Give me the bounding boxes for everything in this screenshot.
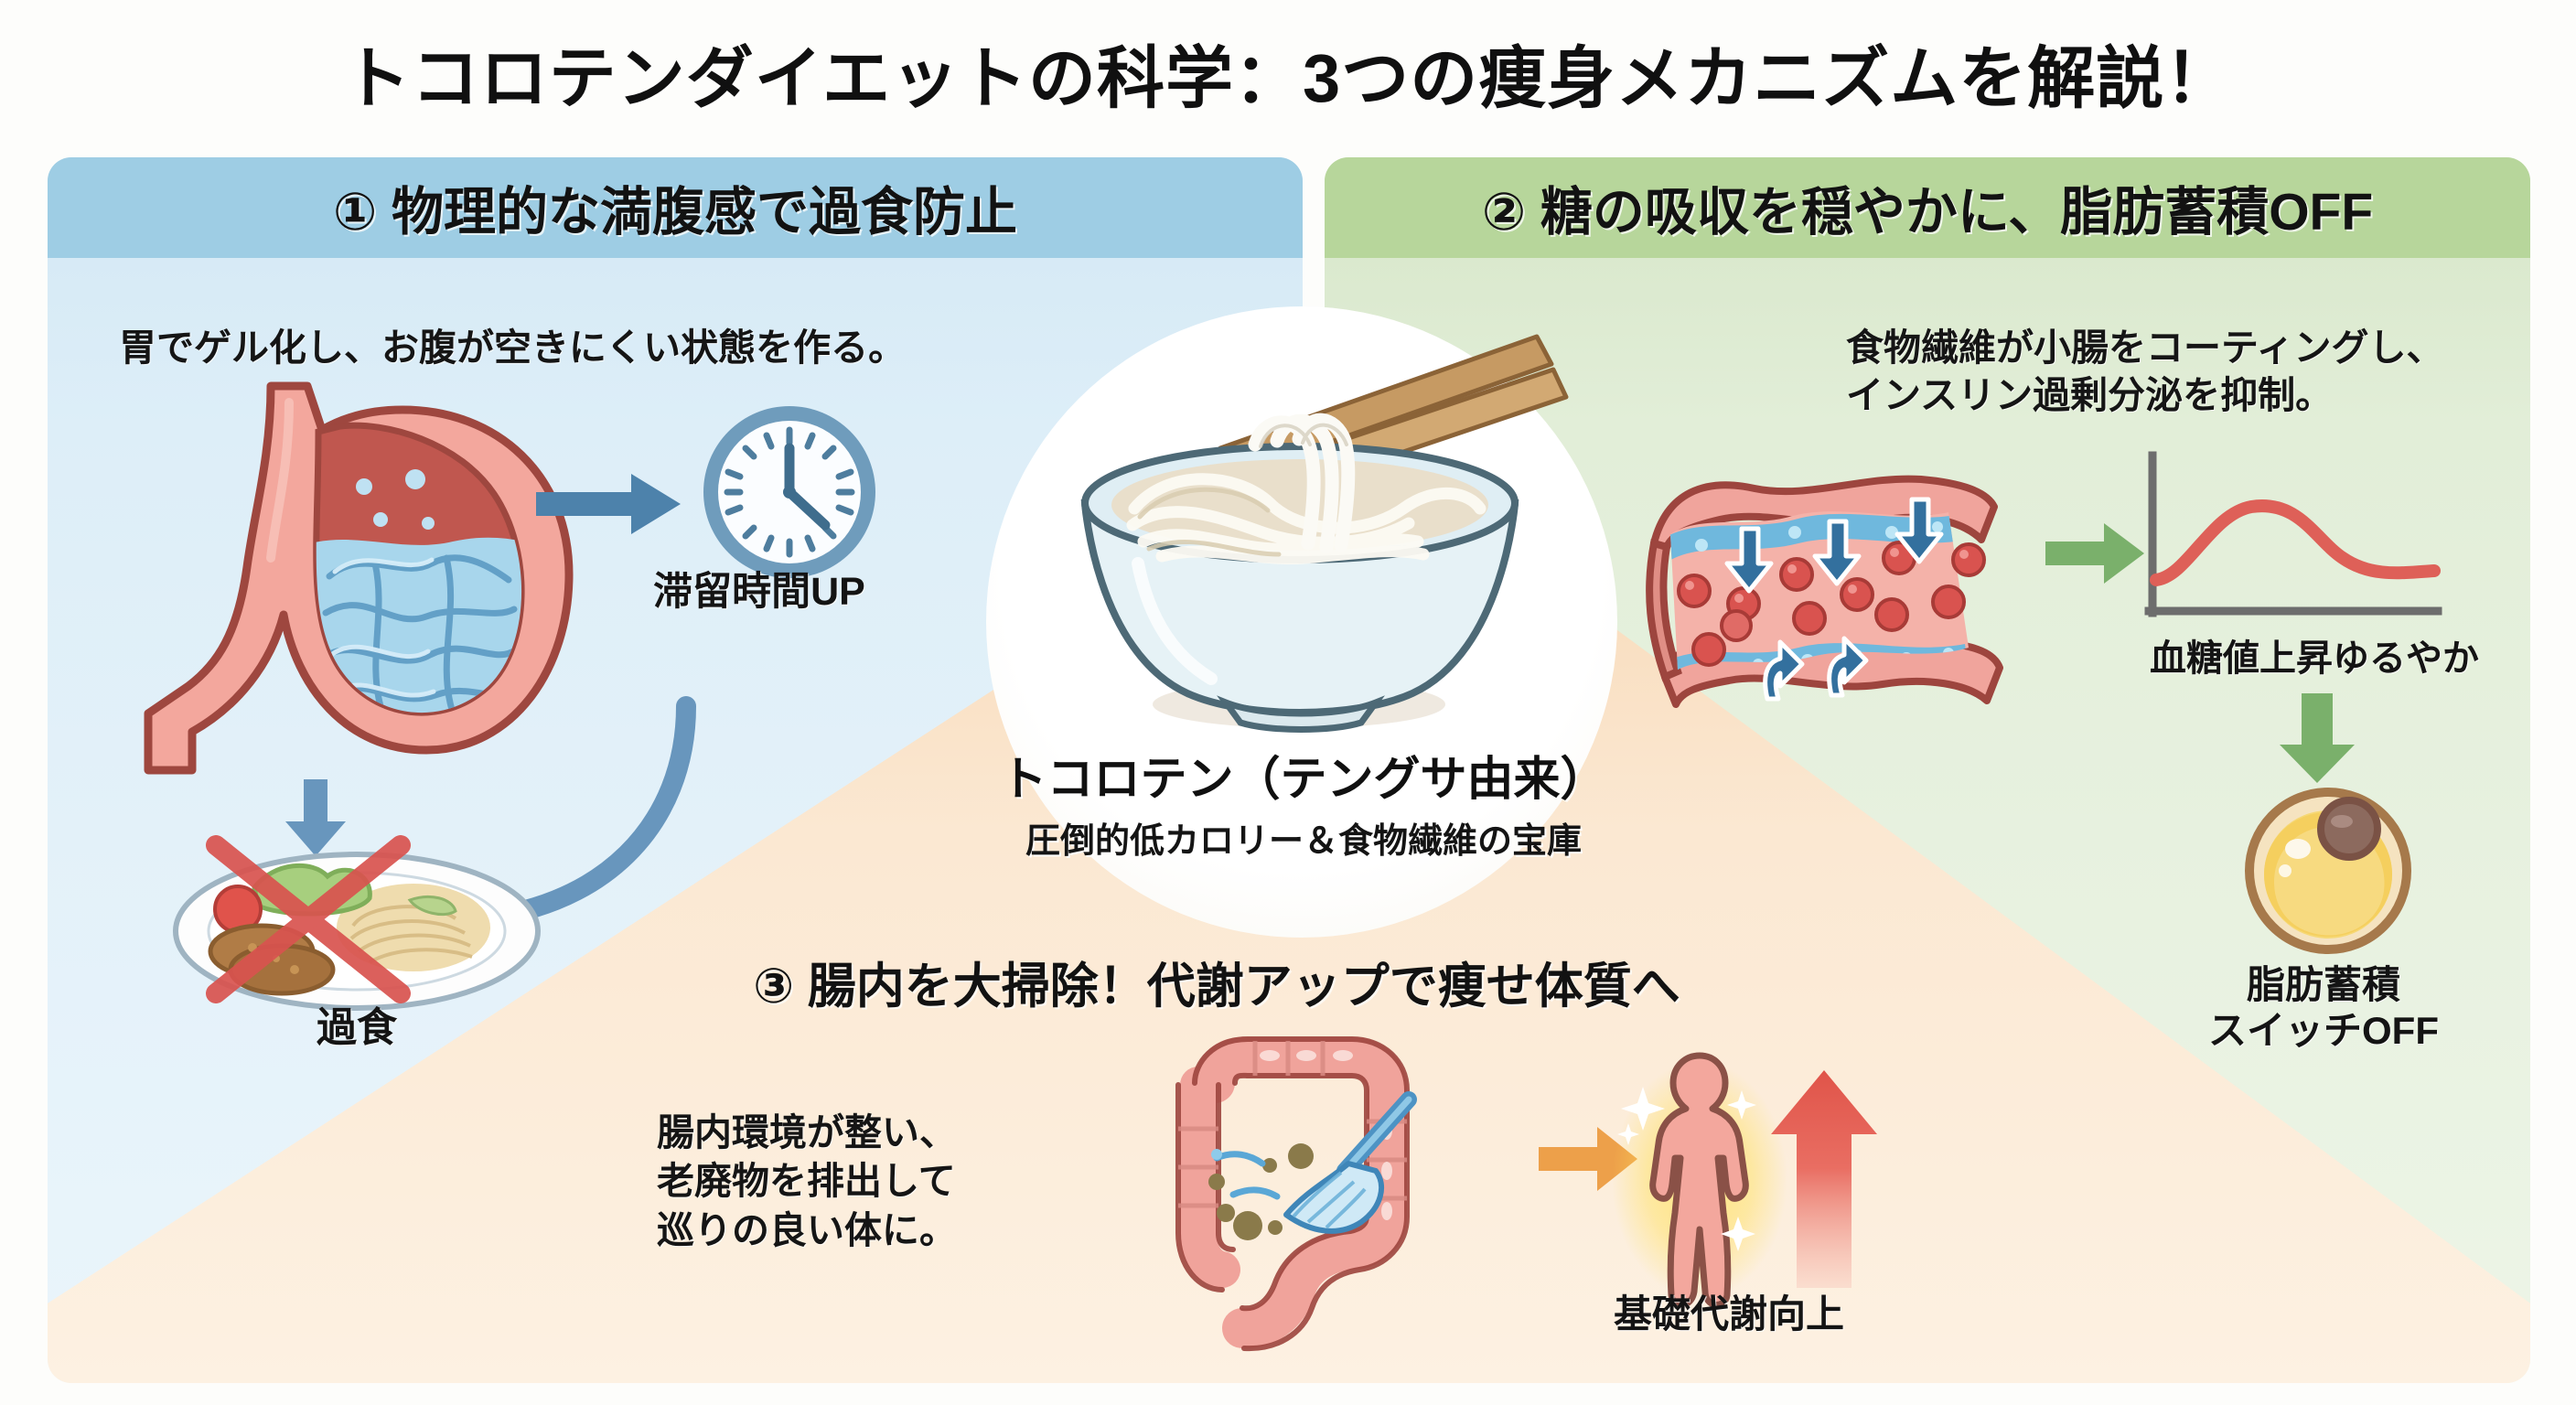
label-fat-storage-line1: 脂肪蓄積 [2246, 963, 2400, 1006]
label-fat-storage: 脂肪蓄積 スイッチOFF [2131, 962, 2516, 1055]
center-subtitle: 圧倒的低カロリー＆食物繊維の宝庫 [1025, 822, 1582, 861]
fat-cell-icon [2232, 783, 2424, 957]
arrow-down-icon [284, 779, 348, 858]
panel3-body-line2: 老廃物を排出して [657, 1160, 956, 1203]
panel1-heading: ① 物理的な満腹感で過食防止 [48, 157, 1303, 258]
human-body-icon [1608, 1043, 1910, 1308]
label-basal-metabolism: 基礎代謝向上 [1613, 1292, 1844, 1335]
panel2-body-line2: インスリン過剰分泌を抑制。 [1846, 374, 2334, 417]
panel3-heading: ③ 腸内を大掃除！代謝アップで痩せ体質へ [753, 960, 1680, 1014]
noodle-bowl-icon [1025, 329, 1583, 750]
panel2-heading: ② 糖の吸収を穏やかに、脂肪蓄積OFF [1325, 157, 2530, 258]
label-fat-storage-line2: スイッチOFF [2208, 1009, 2439, 1053]
center-title: トコロテン（テングサ由来） [1000, 753, 1607, 805]
label-stay-time: 滞留時間UP [653, 570, 865, 614]
clock-icon [693, 401, 886, 584]
blood-sugar-curve-icon [2127, 450, 2502, 633]
panel2-body-line1: 食物繊維が小腸をコーティングし、 [1846, 327, 2444, 369]
page-title: トコロテンダイエットの科学：3つの痩身メカニズムを解説！ [342, 39, 2234, 116]
panel3-body-line3: 巡りの良い体に。 [657, 1208, 957, 1251]
panel3-body-text: 腸内環境が整い、 老廃物を排出して 巡りの良い体に。 [657, 1109, 957, 1255]
colon-cleaning-icon [1175, 1036, 1562, 1352]
intestine-cross-section-icon [1646, 456, 2067, 721]
panel2-body-text: 食物繊維が小腸をコーティングし、 インスリン過剰分泌を抑制。 [1846, 324, 2444, 420]
arrow-right-icon [2045, 521, 2146, 585]
crossed-out-meal-icon [165, 823, 549, 1015]
label-blood-glucose: 血糖値上昇ゆるやか [2150, 638, 2479, 679]
label-overeating: 過食 [317, 1005, 397, 1050]
arrow-right-icon [536, 472, 682, 536]
arrow-down-icon [2276, 693, 2358, 785]
stomach-icon [101, 381, 613, 778]
panel1-body-text: 胃でゲル化し、お腹が空きにくい状態を作る。 [119, 327, 907, 369]
panel3-body-line1: 腸内環境が整い、 [657, 1111, 957, 1153]
